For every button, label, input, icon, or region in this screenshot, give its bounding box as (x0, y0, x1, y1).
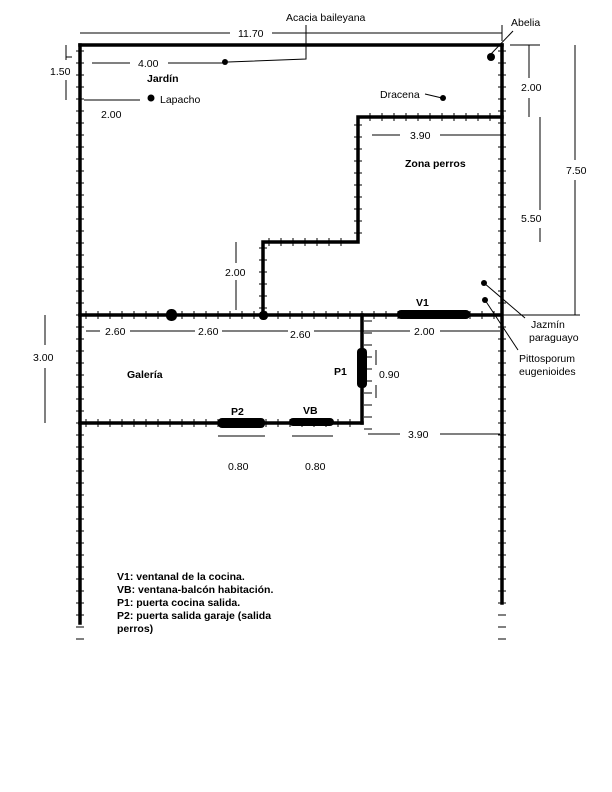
dim-v1-width: 2.00 (414, 326, 435, 338)
plant-label-dracena: Dracena (380, 89, 420, 101)
legend-item-p2-cont: perros) (117, 623, 154, 635)
dim-perros-depth: 5.50 (521, 213, 542, 225)
plant-pitto-dot (482, 297, 488, 303)
plant-label-acacia: Acacia baileyana (286, 12, 366, 24)
door-p1 (357, 348, 367, 388)
perros-enclosure-wall (261, 115, 504, 317)
dim-lapacho-offset: 2.00 (101, 109, 122, 121)
dim-p2-width: 0.80 (228, 461, 249, 473)
post-2 (259, 311, 268, 320)
fence-ticks (76, 50, 506, 640)
leader-pitto (484, 299, 519, 351)
dim-line-left (65, 45, 72, 100)
legend-item-p2: P2: puerta salida garaje (salida (117, 610, 272, 622)
dim-gal-seg-2: 2.60 (198, 326, 219, 338)
post-1 (166, 309, 177, 321)
leader-acacia (227, 25, 307, 63)
leader-dracena (424, 93, 443, 99)
plant-acacia-dot (222, 59, 228, 65)
legend: V1: ventanal de la cocina. VB: ventana-b… (117, 571, 347, 636)
dim-bottom-right: 3.90 (408, 429, 429, 441)
leader-abelia (490, 30, 514, 55)
dim-left-depth: 1.50 (50, 66, 71, 78)
plant-abelia-dot (487, 53, 495, 61)
dim-gal-seg-1: 2.60 (105, 326, 126, 338)
dim-right-top: 2.00 (521, 82, 542, 94)
plant-label-pitto-1: Pittosporum (519, 353, 575, 365)
area-label-galeria: Galería (127, 369, 163, 381)
legend-item-v1: V1: ventanal de la cocina. (117, 571, 245, 583)
dim-vb-width: 0.80 (305, 461, 326, 473)
plant-label-abelia: Abelia (511, 17, 540, 29)
door-p2 (218, 418, 265, 428)
dim-top-width: 11.70 (238, 28, 264, 40)
plant-jazmin-dot (481, 280, 487, 286)
dim-perros-width: 3.90 (410, 130, 431, 142)
opening-label-p2: P2 (231, 406, 244, 418)
plant-lapacho-dot (147, 94, 155, 102)
leader-jazmin (483, 282, 526, 319)
dim-galeria-depth: 3.00 (33, 352, 54, 364)
plant-label-jazmin-2: paraguayo (529, 332, 579, 344)
opening-label-vb: VB (303, 405, 318, 417)
dim-line-right-top (510, 44, 540, 117)
plant-dracena-dot (440, 95, 446, 101)
dim-line-right-total (502, 45, 580, 316)
area-label-jardin: Jardín (147, 73, 179, 85)
dim-step-height: 2.00 (225, 267, 246, 279)
legend-item-vb: VB: ventana-balcón habitación. (117, 584, 274, 596)
dim-gal-seg-3: 2.60 (290, 329, 311, 341)
dim-line-top (80, 25, 503, 41)
dim-jardin-width: 4.00 (138, 58, 159, 70)
opening-label-v1: V1 (416, 297, 429, 309)
window-v1 (397, 310, 470, 319)
window-vb (289, 418, 334, 426)
plant-label-lapacho: Lapacho (160, 94, 200, 106)
opening-label-p1: P1 (334, 366, 347, 378)
plant-label-jazmin-1: Jazmín (531, 319, 565, 331)
legend-item-p1: P1: puerta cocina salida. (117, 597, 241, 609)
plant-label-pitto-2: eugenioides (519, 366, 576, 378)
dim-p1-width: 0.90 (379, 369, 400, 381)
dim-right-total: 7.50 (566, 165, 587, 177)
area-label-zona-perros: Zona perros (405, 158, 466, 170)
